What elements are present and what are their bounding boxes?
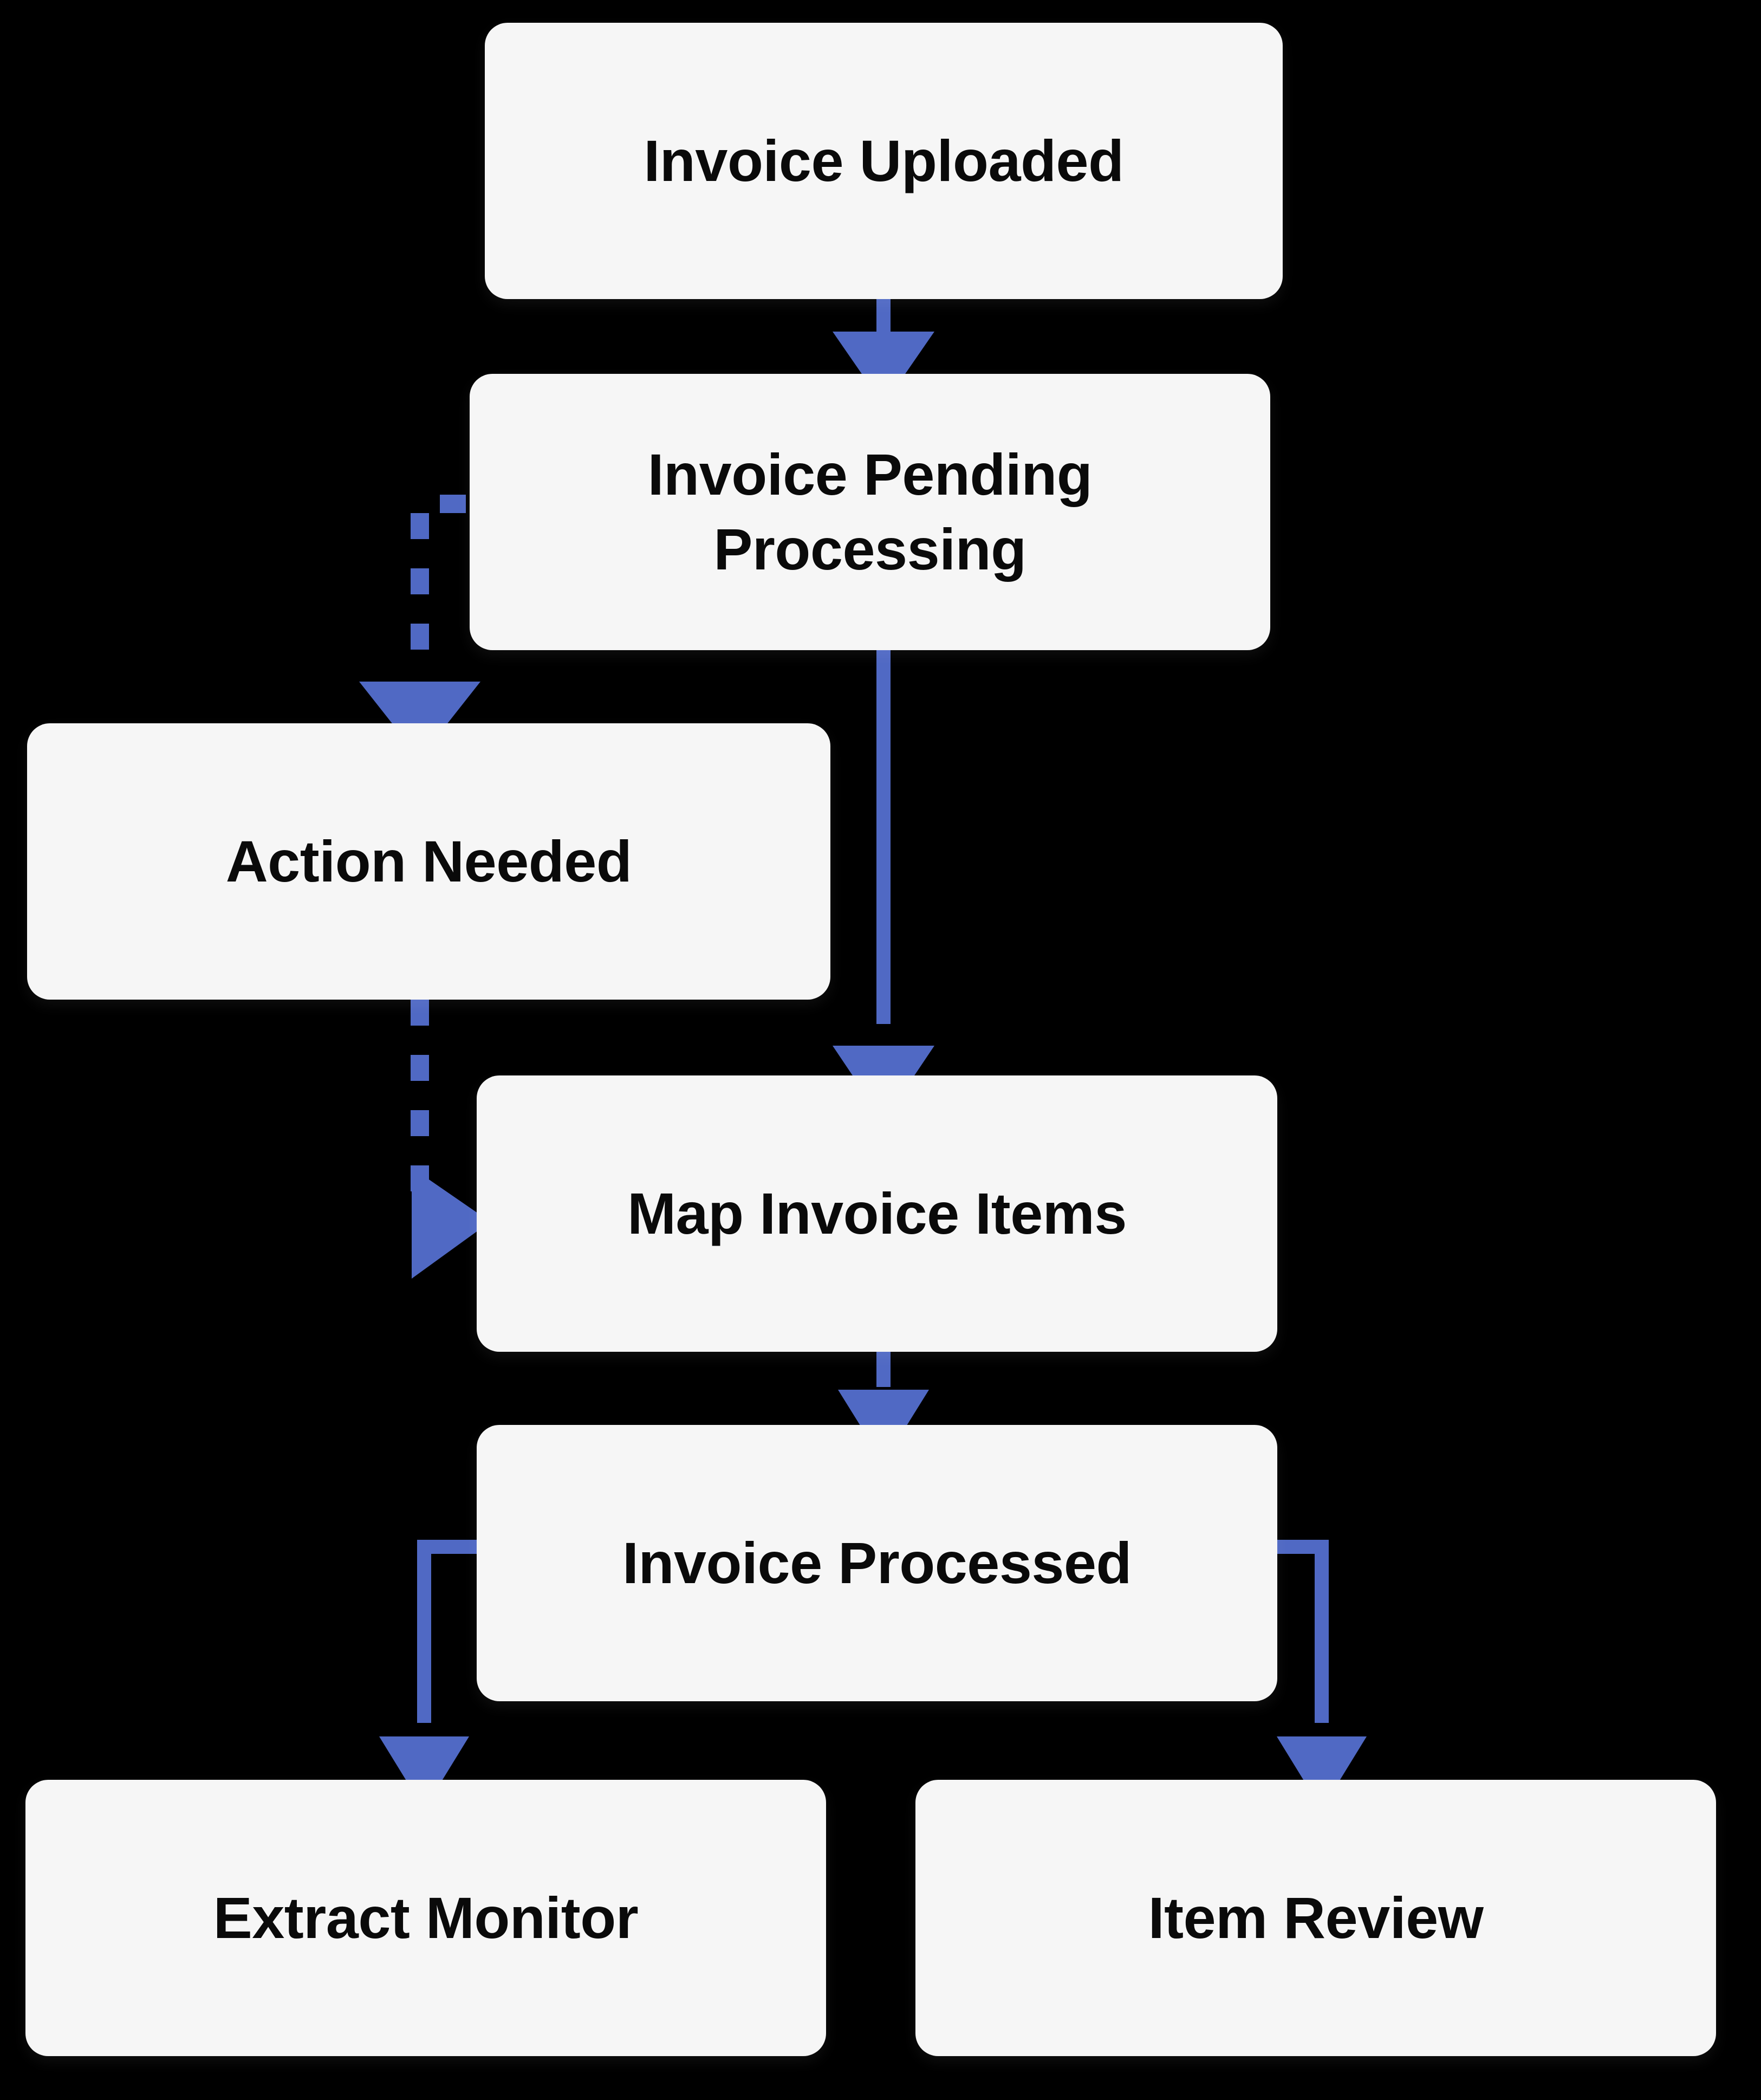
node-label-item-review: Item Review <box>1148 1884 1484 1950</box>
edge-processed-to-item <box>1270 1540 1367 1810</box>
node-label-map-invoice-items: Map Invoice Items <box>627 1180 1127 1246</box>
node-invoice-pending-processing[interactable]: Invoice Pending Processing <box>470 374 1270 650</box>
node-action-needed[interactable]: Action Needed <box>27 723 830 1000</box>
node-extract-monitor[interactable]: Extract Monitor <box>25 1780 826 2056</box>
node-invoice-uploaded[interactable]: Invoice Uploaded <box>485 23 1283 299</box>
node-label-action-needed: Action Needed <box>225 828 632 894</box>
node-invoice-processed[interactable]: Invoice Processed <box>477 1425 1277 1701</box>
node-label-invoice-uploaded: Invoice Uploaded <box>644 127 1124 193</box>
edge-processed-to-extract <box>379 1540 484 1810</box>
node-map-invoice-items[interactable]: Map Invoice Items <box>477 1075 1277 1352</box>
node-label-invoice-pending-processing: Invoice Pending Processing <box>647 441 1093 582</box>
edge-pending-to-action <box>359 495 480 759</box>
node-label-extract-monitor: Extract Monitor <box>213 1884 639 1950</box>
node-label-invoice-processed: Invoice Processed <box>622 1529 1132 1596</box>
edge-pending-to-map <box>833 650 934 1122</box>
node-item-review[interactable]: Item Review <box>915 1780 1716 2056</box>
